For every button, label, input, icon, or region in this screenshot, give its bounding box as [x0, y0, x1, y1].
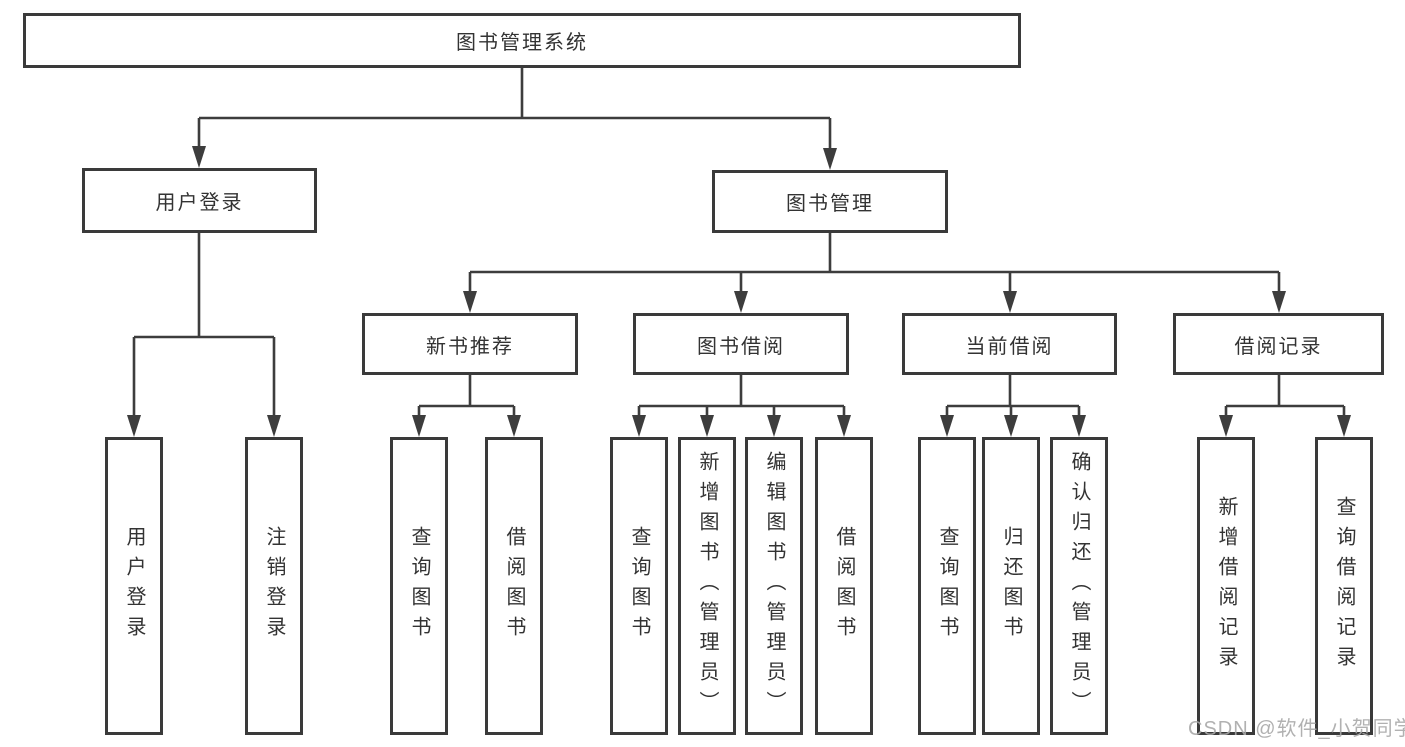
leaf-label: 查询图书 [936, 526, 958, 646]
leaf-label: 注销登录 [263, 526, 285, 646]
edge-root-to-level2 [197, 68, 832, 150]
node-root-library-system: 图书管理系统 [23, 13, 1021, 68]
arrowhead [127, 415, 141, 437]
csdn-watermark: CSDN @软件_小贺同学 [1188, 718, 1405, 740]
leaf-cb-confirm-return-admin: 确认归还（管理员） [1050, 437, 1108, 735]
leaf-label: 查询图书 [408, 526, 430, 646]
node-user-login: 用户登录 [82, 168, 317, 233]
arrowhead [734, 291, 748, 313]
leaf-label: 新增借阅记录 [1215, 496, 1237, 676]
leaf-label: 用户登录 [123, 526, 145, 646]
arrowhead [700, 415, 714, 437]
arrowhead [412, 415, 426, 437]
edge-book-borrow-children [637, 375, 846, 417]
arrowhead [1337, 415, 1351, 437]
leaf-bb-query-books: 查询图书 [610, 437, 668, 735]
leaf-label: 确认归还（管理员） [1068, 451, 1090, 721]
leaf-label: 归还图书 [1000, 526, 1022, 646]
leaf-cb-return-books: 归还图书 [982, 437, 1040, 735]
leaf-label: 借阅图书 [503, 526, 525, 646]
arrowhead [823, 148, 837, 170]
leaf-br-query-record: 查询借阅记录 [1315, 437, 1373, 735]
leaf-user-login: 用户登录 [105, 437, 163, 735]
edge-new-book-rec-children [417, 375, 516, 417]
node-book-borrow: 图书借阅 [633, 313, 849, 375]
arrowhead [837, 415, 851, 437]
arrowhead [463, 291, 477, 313]
node-new-book-recommend: 新书推荐 [362, 313, 578, 375]
arrowhead [1219, 415, 1233, 437]
arrowhead [1272, 291, 1286, 313]
arrowhead [192, 146, 206, 168]
edge-book-management-children [468, 233, 1281, 293]
edge-borrow-records-children [1224, 375, 1346, 417]
arrowhead [1072, 415, 1086, 437]
leaf-label: 查询图书 [628, 526, 650, 646]
edge-current-borrow-children [945, 375, 1081, 417]
leaf-bb-add-books-admin: 新增图书（管理员） [678, 437, 736, 735]
leaf-label: 查询借阅记录 [1333, 496, 1355, 676]
arrowhead [267, 415, 281, 437]
leaf-logout: 注销登录 [245, 437, 303, 735]
node-current-borrow: 当前借阅 [902, 313, 1117, 375]
leaf-label: 新增图书（管理员） [696, 451, 718, 721]
leaf-label: 借阅图书 [833, 526, 855, 646]
arrowhead [1003, 291, 1017, 313]
edge-user-login-children [132, 233, 276, 417]
leaf-cb-query-books: 查询图书 [918, 437, 976, 735]
leaf-nbr-borrow-books: 借阅图书 [485, 437, 543, 735]
leaf-label: 编辑图书（管理员） [763, 451, 785, 721]
arrowhead [940, 415, 954, 437]
leaf-bb-edit-books-admin: 编辑图书（管理员） [745, 437, 803, 735]
arrowhead [507, 415, 521, 437]
node-borrow-records: 借阅记录 [1173, 313, 1384, 375]
arrowhead [767, 415, 781, 437]
arrowhead [632, 415, 646, 437]
node-book-management: 图书管理 [712, 170, 948, 233]
leaf-br-add-record: 新增借阅记录 [1197, 437, 1255, 735]
arrowhead [1004, 415, 1018, 437]
leaf-bb-borrow-books: 借阅图书 [815, 437, 873, 735]
leaf-nbr-query-books: 查询图书 [390, 437, 448, 735]
